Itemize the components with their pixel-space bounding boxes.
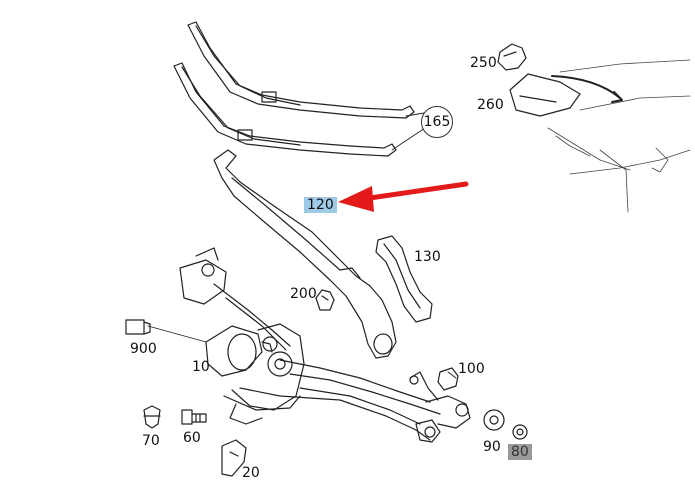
leader-100 <box>447 371 457 379</box>
washer-80-icon <box>512 424 528 440</box>
motor-icon <box>205 323 305 425</box>
part-label-90[interactable]: 90 <box>483 439 501 455</box>
part-label-200[interactable]: 200 <box>290 286 317 302</box>
connector-900-icon <box>125 319 151 335</box>
car-windshield-icon <box>547 59 691 213</box>
cap-260-icon <box>509 73 581 117</box>
nut-100-icon <box>437 367 459 391</box>
part-label-260[interactable]: 260 <box>477 97 504 113</box>
part-label-250[interactable]: 250 <box>470 55 497 71</box>
part-label-80[interactable]: 80 <box>508 444 532 460</box>
grommet-70-icon <box>143 405 161 429</box>
part-label-900[interactable]: 900 <box>130 341 157 357</box>
wiper-blade-upper-icon <box>187 21 415 119</box>
part-label-60[interactable]: 60 <box>183 430 201 446</box>
part-label-10[interactable]: 10 <box>192 359 210 375</box>
cap-250-icon <box>497 43 527 71</box>
part-label-130[interactable]: 130 <box>414 249 441 265</box>
part-label-120[interactable]: 120 <box>304 197 337 213</box>
arm-cover-icon <box>375 235 433 323</box>
wiper-blade-lower-icon <box>173 62 397 157</box>
bolt-60-icon <box>181 409 207 425</box>
leader-900 <box>147 325 207 343</box>
wiper-arm-icon <box>213 149 397 359</box>
bushing-90-icon <box>483 409 505 431</box>
part-label-100[interactable]: 100 <box>458 361 485 377</box>
part-label-165[interactable]: 165 <box>421 106 453 138</box>
bracket-20-icon <box>221 439 247 477</box>
part-label-20[interactable]: 20 <box>242 465 260 481</box>
part-label-70[interactable]: 70 <box>142 433 160 449</box>
transition-arrow <box>551 75 621 99</box>
linkage-icon <box>179 247 471 443</box>
clip-200-icon <box>315 289 335 311</box>
arrow-icon <box>338 181 469 212</box>
